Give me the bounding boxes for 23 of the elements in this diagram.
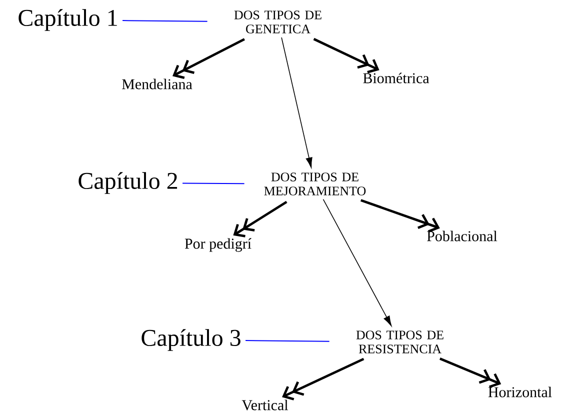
arrow — [313, 38, 380, 74]
branch-label: Biométrica — [363, 72, 430, 84]
topic-heading: DOS TIPOS DE RESISTENCIA — [356, 330, 444, 354]
chapter-title: Capítulo 1 — [18, 9, 117, 31]
connector-line — [245, 340, 330, 342]
chapter-title: Capítulo 2 — [78, 172, 178, 194]
branch-label: Mendeliana — [122, 78, 192, 90]
branch-label: Por pedigrí — [184, 238, 252, 252]
chapter-title: Capítulo 3 — [142, 329, 240, 351]
connector-line — [182, 182, 245, 184]
branch-label: Horizontal — [488, 386, 552, 398]
branch-label: Vertical — [242, 400, 288, 410]
arrow — [322, 198, 392, 326]
arrow — [172, 38, 245, 79]
connector-line — [122, 20, 208, 22]
topic-heading: DOS TIPOS DE GENETICA — [234, 10, 322, 34]
arrow — [233, 200, 288, 238]
arrow — [439, 358, 502, 388]
arrow — [281, 37, 312, 168]
topic-heading: DOS TIPOS DE MEJORAMIENTO — [264, 172, 366, 196]
branch-label: Poblacional — [427, 230, 498, 242]
arrow — [282, 358, 364, 400]
arrow — [360, 199, 440, 233]
